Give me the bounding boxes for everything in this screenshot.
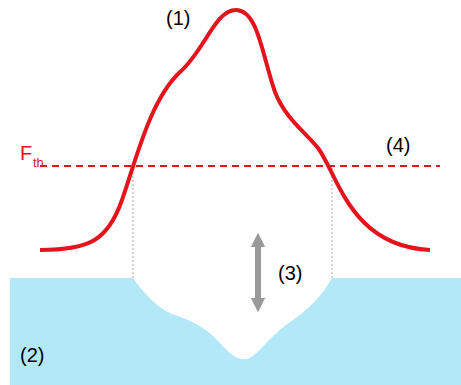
material-region: [10, 278, 461, 385]
threshold-symbol: F: [20, 143, 32, 163]
callout-number: (3): [278, 263, 302, 283]
threshold-line: [40, 165, 440, 167]
callout-number: (2): [20, 345, 44, 365]
double-arrow: [255, 240, 261, 305]
guide-line: [332, 168, 333, 278]
callout-number: (4): [386, 135, 410, 155]
callout-number: (1): [166, 8, 190, 28]
threshold-subscript: th: [33, 156, 44, 169]
fluence-curve: [40, 10, 430, 250]
guide-line: [133, 168, 134, 278]
